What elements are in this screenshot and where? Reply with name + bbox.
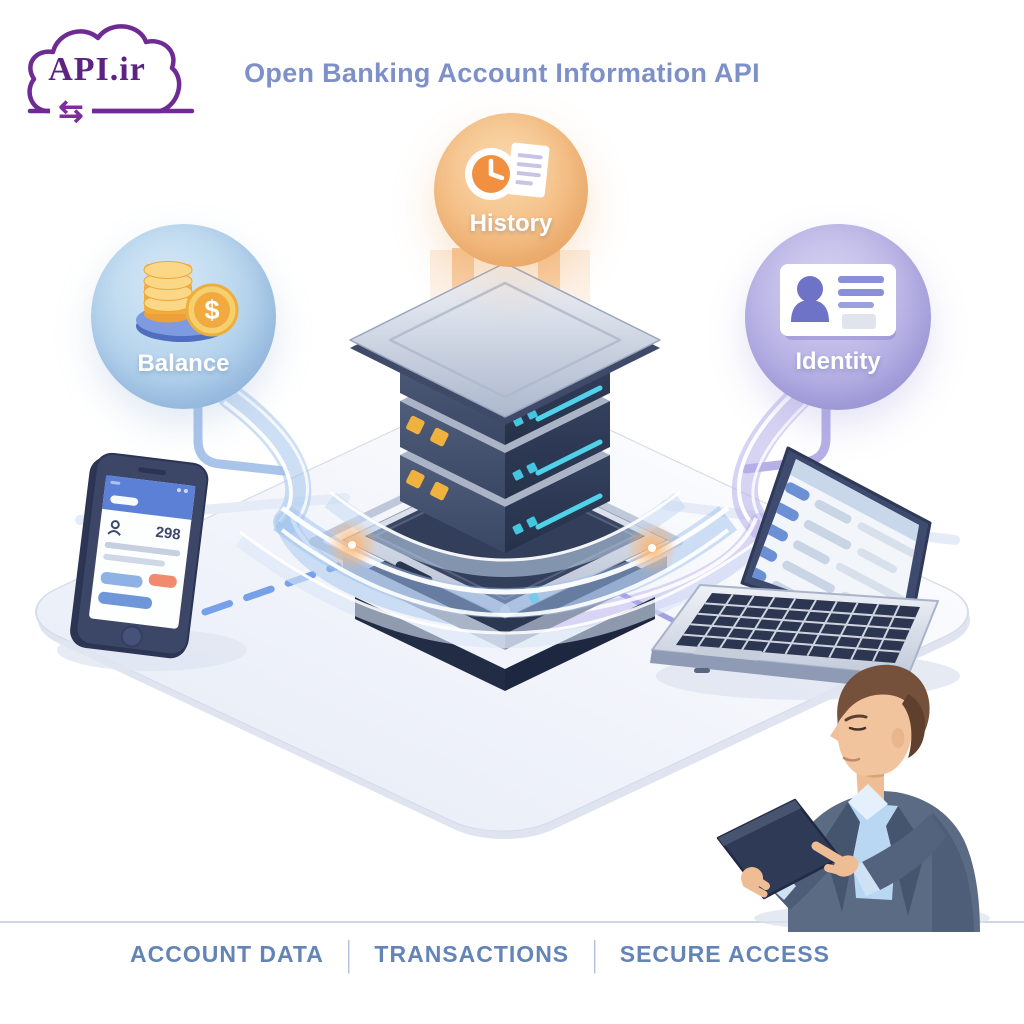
phone-home-button bbox=[120, 625, 143, 648]
data-flow-front-arcs bbox=[235, 490, 775, 648]
server-cap bbox=[349, 262, 661, 425]
logo: ⇆ API.ir bbox=[20, 12, 200, 130]
id-card-icon bbox=[780, 264, 896, 340]
laptop bbox=[650, 446, 939, 690]
shirt-collar bbox=[848, 784, 888, 820]
node-balance-label: Balance bbox=[137, 349, 230, 377]
footer-separator: | bbox=[346, 933, 352, 974]
right-cuff bbox=[852, 862, 880, 896]
right-sleeve bbox=[862, 814, 946, 890]
businessman bbox=[716, 664, 990, 932]
node-identity-label: Identity bbox=[795, 348, 881, 375]
dollar-symbol: $ bbox=[204, 295, 219, 325]
clock-document-icon bbox=[465, 142, 550, 200]
footer-separator: | bbox=[592, 933, 597, 974]
server-stack bbox=[349, 262, 661, 553]
smartphone: 298 bbox=[70, 452, 209, 659]
phone-screen-header bbox=[102, 475, 196, 520]
ear bbox=[891, 728, 905, 748]
footer-item-transactions: TRANSACTIONS bbox=[374, 940, 570, 967]
footer-keywords: ACCOUNT DATA | TRANSACTIONS | SECURE ACC… bbox=[130, 936, 830, 972]
left-hand bbox=[741, 867, 770, 898]
eyebrow bbox=[844, 714, 868, 722]
right-hand-pointing bbox=[811, 841, 859, 877]
node-identity: Identity bbox=[745, 224, 931, 410]
phone-accent-button bbox=[148, 573, 177, 588]
node-balance: $ Balance bbox=[91, 224, 276, 409]
head bbox=[830, 664, 930, 776]
node-history-label: History bbox=[469, 210, 553, 237]
document-icon bbox=[506, 142, 550, 198]
phone-server-dashed-link bbox=[201, 562, 342, 616]
phone-speaker bbox=[138, 467, 166, 476]
mouth bbox=[842, 756, 861, 762]
coins-dollar-icon: $ bbox=[135, 260, 238, 342]
phone-secondary-button bbox=[98, 591, 153, 610]
footer-item-secure-access: SECURE ACCESS bbox=[619, 940, 830, 967]
page-title: Open Banking Account Information API bbox=[244, 58, 760, 88]
hair bbox=[837, 664, 930, 740]
phone-user-icon bbox=[107, 520, 121, 536]
node-history: History bbox=[434, 113, 588, 267]
footer-item-account-data: ACCOUNT DATA bbox=[130, 940, 324, 967]
balance-connector bbox=[193, 397, 289, 476]
clock-icon bbox=[465, 148, 517, 200]
transfer-arrows-icon: ⇆ bbox=[58, 95, 83, 128]
phone-balance-value: 298 bbox=[155, 524, 182, 544]
cloud-logo-icon: ⇆ bbox=[27, 24, 195, 128]
phone-primary-button bbox=[100, 571, 143, 588]
brand-name: API.ir bbox=[48, 51, 146, 88]
eye bbox=[848, 726, 867, 731]
laptop-front-edge bbox=[650, 650, 908, 690]
